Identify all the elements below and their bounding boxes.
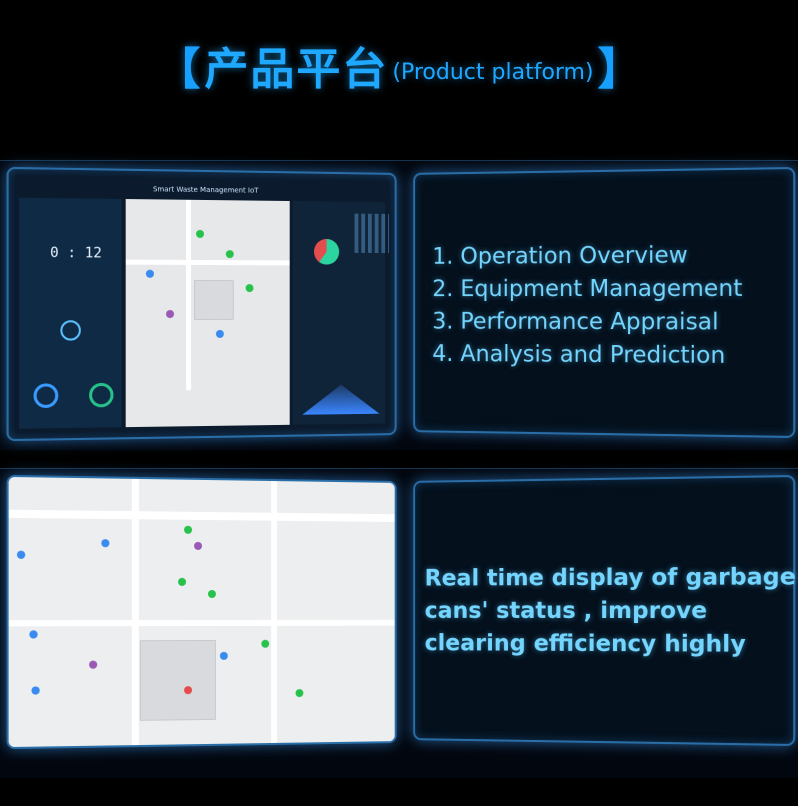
map-pin-icon (184, 686, 193, 695)
progress-ring-icon (89, 382, 114, 408)
dashboard-map (125, 199, 290, 428)
features-panel: 1. Operation Overview 2. Equipment Manag… (413, 166, 796, 439)
title-chinese: 产品平台 (204, 44, 389, 95)
map-pin-icon (178, 577, 187, 586)
description-line: clearing efficiency highly (424, 630, 746, 658)
description-line: Real time display of garbage (424, 563, 796, 592)
dashboard-left-panel: 0 : 12 (19, 197, 122, 429)
map-block (194, 279, 234, 321)
dashboard-right-panel (292, 201, 389, 425)
map-pin-icon (31, 686, 40, 695)
map-pin-icon (196, 229, 205, 238)
map-pin-icon (194, 541, 203, 550)
map-pin-icon (207, 590, 216, 599)
map-pin-icon (166, 310, 175, 319)
title-english: (Product platform) (392, 59, 594, 85)
map-pin-icon (295, 689, 304, 698)
map-screenshot-frame (6, 474, 397, 750)
map-pin-icon (219, 651, 228, 660)
feature-item: 3. Performance Appraisal (432, 308, 719, 336)
map-pin-icon (101, 539, 110, 548)
map-pin-icon (184, 525, 193, 534)
title-bracket-close: 】 (597, 44, 642, 95)
map-block (139, 639, 216, 721)
donut-chart-icon (314, 238, 340, 265)
dashboard-screenshot: Smart Waste Management IoT 0 : 12 (14, 175, 389, 433)
map-screenshot (8, 476, 397, 750)
user-icon (60, 320, 81, 341)
dashboard-screenshot-frame: Smart Waste Management IoT 0 : 12 (6, 166, 397, 442)
map-pin-icon (89, 660, 98, 669)
map-pin-icon (261, 639, 270, 648)
description-line: cans' status , improve (424, 597, 708, 625)
description-text: Real time display of garbage cans' statu… (424, 561, 796, 662)
feature-item: 1. Operation Overview (432, 242, 688, 270)
feature-item: 2. Equipment Management (432, 275, 743, 303)
map-pin-icon (225, 250, 234, 259)
map-pin-icon (29, 630, 38, 639)
map-road (125, 259, 290, 266)
dashboard-title: Smart Waste Management IoT (152, 185, 259, 195)
description-panel: Real time display of garbage cans' statu… (413, 474, 796, 747)
dashboard-timer: 0 : 12 (50, 244, 102, 262)
map-road (8, 509, 397, 523)
map-road (8, 619, 397, 627)
map-pin-icon (145, 269, 154, 278)
map-pin-icon (16, 550, 26, 559)
map-pin-icon (245, 284, 254, 293)
map-road (131, 478, 139, 750)
map-pin-icon (215, 329, 224, 338)
feature-list: 1. Operation Overview 2. Equipment Manag… (432, 239, 742, 373)
area-chart-icon (302, 384, 379, 414)
bar-chart-icon (354, 213, 389, 254)
title-bracket-open: 【 (156, 44, 201, 95)
map-road (186, 199, 192, 391)
feature-item: 4. Analysis and Prediction (432, 341, 726, 369)
page-title: 【 产品平台 (Product platform) 】 (0, 30, 798, 100)
map-road (271, 481, 278, 747)
progress-ring-icon (33, 383, 59, 409)
